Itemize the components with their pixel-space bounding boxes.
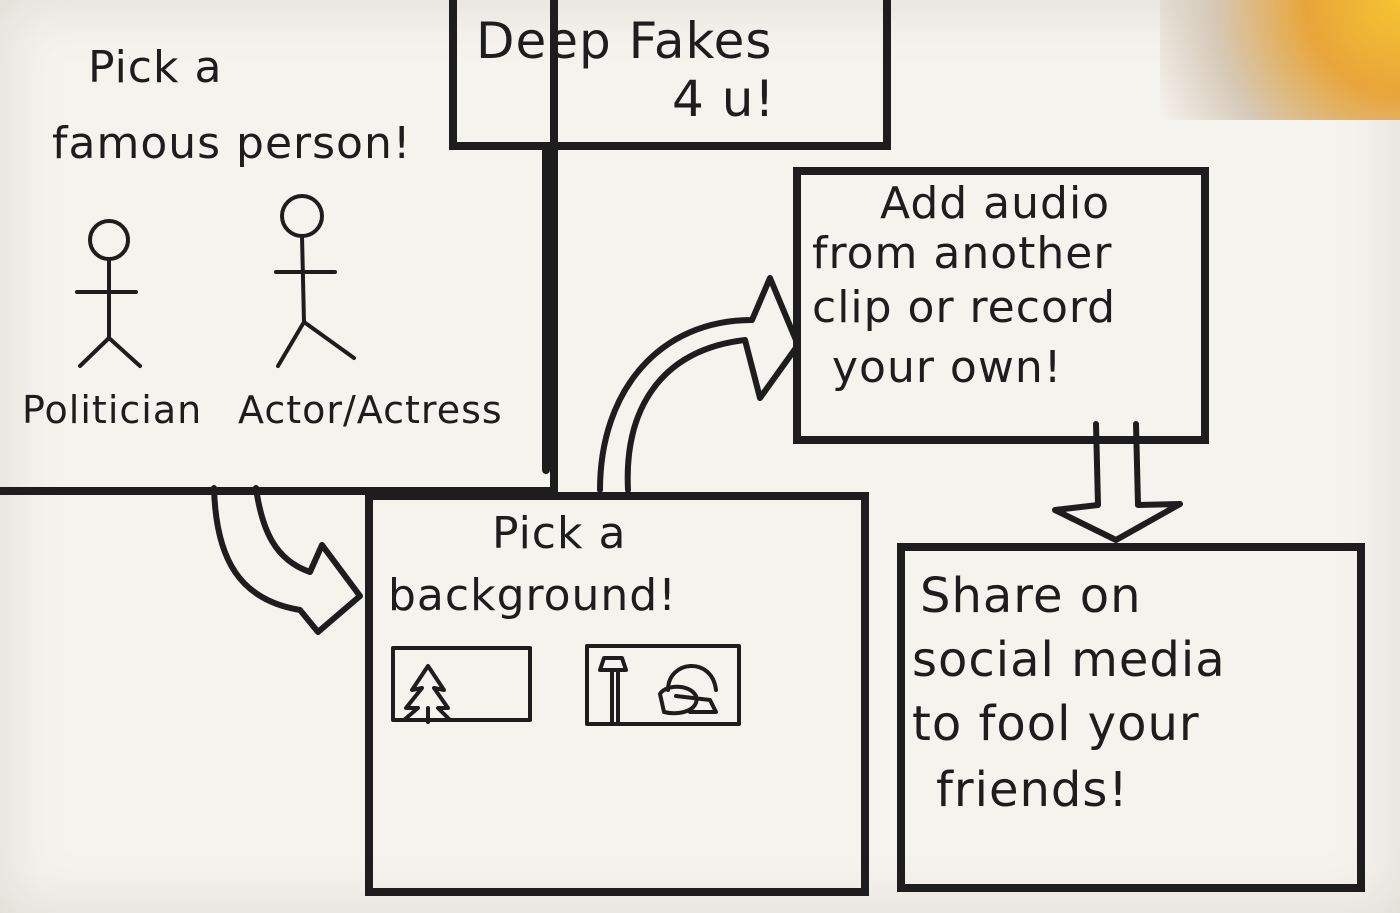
forest-thumbnail-icon — [391, 646, 532, 724]
living-room-thumbnail-icon — [585, 644, 741, 726]
audio-line3: clip or record — [812, 282, 1117, 333]
share-line3: to fool your — [912, 696, 1200, 752]
background-box — [365, 492, 869, 896]
share-line2: social media — [912, 632, 1226, 688]
actor-stick-figure-icon — [274, 194, 356, 368]
share-box — [897, 543, 1365, 892]
title-box — [449, 0, 891, 150]
background-heading-line1: Pick a — [492, 508, 627, 559]
corner-paint — [1160, 0, 1400, 120]
background-heading-line2: background! — [388, 570, 677, 621]
audio-box — [793, 167, 1209, 444]
famous-person-heading-line1: Pick a — [88, 42, 223, 93]
politician-label: Politician — [22, 388, 203, 432]
arrow-person-to-background-icon — [211, 485, 363, 635]
audio-line4: your own! — [832, 342, 1063, 393]
actor-actress-label: Actor/Actress — [238, 388, 503, 432]
famous-person-box — [0, 0, 558, 495]
share-line1: Share on — [920, 568, 1142, 624]
arrow-audio-to-share-icon — [1052, 421, 1183, 543]
audio-line1: Add audio — [880, 178, 1111, 229]
title-line1: Deep Fakes — [476, 12, 773, 70]
audio-line2: from another — [812, 228, 1113, 279]
title-line2: 4 u! — [672, 70, 776, 128]
arrow-background-to-audio-icon — [597, 275, 801, 493]
famous-person-heading-line2: famous person! — [52, 118, 412, 169]
share-line4: friends! — [936, 762, 1129, 818]
politician-stick-figure-icon — [75, 219, 142, 368]
